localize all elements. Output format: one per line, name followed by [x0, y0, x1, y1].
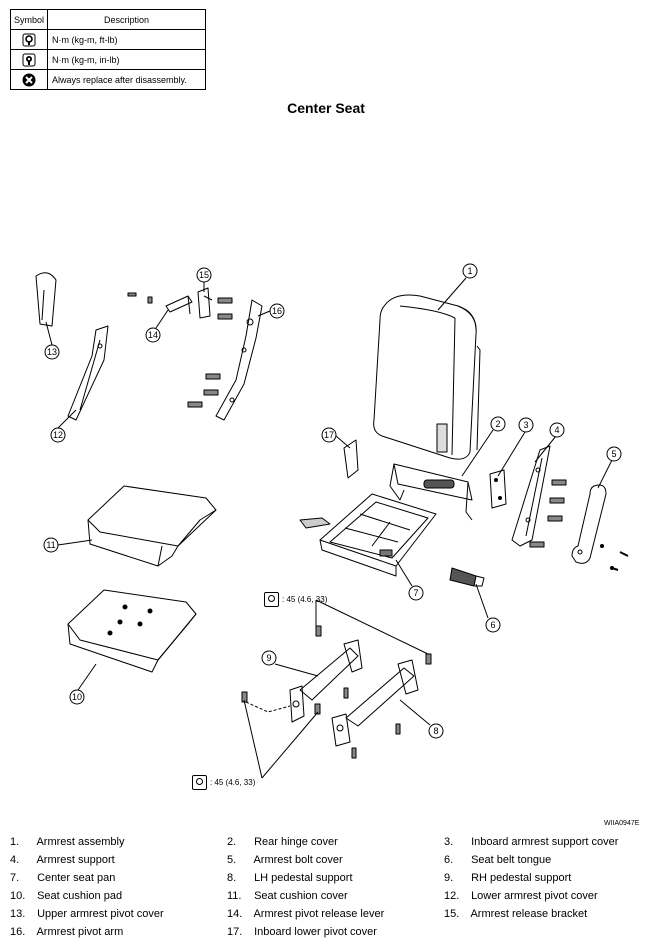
svg-text:6: 6	[490, 620, 495, 630]
legend-item: 4. Armrest support	[10, 854, 115, 866]
legend-item: 7. Center seat pan	[10, 872, 116, 884]
rh-pedestal-support-part	[289, 639, 363, 723]
svg-text:3: 3	[523, 420, 528, 430]
seat-belt-tongue-part	[449, 567, 485, 587]
callout-7: 7	[408, 585, 424, 601]
upper-armrest-pivot-cover-part	[35, 272, 57, 327]
svg-text:9: 9	[266, 653, 271, 663]
seat-cushion-pad-part	[67, 589, 197, 673]
torque-wrench-icon	[22, 33, 36, 46]
svg-text:17: 17	[324, 430, 334, 440]
symbol-desc-3: Always replace after disassembly.	[47, 69, 206, 90]
legend-item: 2. Rear hinge cover	[227, 836, 338, 848]
svg-text:15: 15	[199, 270, 209, 280]
callout-17: 17	[321, 427, 337, 443]
callout-16: 16	[269, 303, 285, 319]
armrest-pivot-release-lever-part	[165, 295, 193, 315]
legend-item: 13. Upper armrest pivot cover	[10, 908, 164, 920]
torque-wrench-icon	[192, 775, 207, 790]
parts-legend: 1. Armrest assembly 2. Rear hinge cover …	[0, 834, 652, 944]
armrest-assembly-part	[373, 294, 481, 460]
armrest-pivot-arm-part	[215, 299, 263, 421]
svg-text:13: 13	[47, 347, 57, 357]
legend-item: 11. Seat cushion cover	[227, 890, 348, 902]
pivot-arm-bolts	[187, 373, 221, 408]
legend-item: 15. Armrest release bracket	[444, 908, 588, 920]
legend-item: 14. Armrest pivot release lever	[227, 908, 385, 920]
svg-text:8: 8	[433, 726, 438, 736]
callout-2: 2	[490, 416, 506, 432]
legend-item: 12. Lower armrest pivot cover	[444, 890, 598, 902]
callouts: 1 2 3 4 5 6 7 8 9 10 11 12 13 14 15 16 1…	[43, 263, 622, 739]
bracket-bolts	[217, 297, 233, 320]
armrest-bolt-cover-part	[571, 484, 629, 571]
inboard-lower-pivot-cover-part	[343, 439, 359, 479]
svg-text:10: 10	[72, 692, 82, 702]
callout-10: 10	[69, 689, 85, 705]
torque-spec-bottom-text: : 45 (4.6, 33)	[210, 778, 256, 787]
svg-text:16: 16	[272, 306, 282, 316]
svg-text:14: 14	[148, 330, 158, 340]
callout-14: 14	[145, 327, 161, 343]
callout-11: 11	[43, 537, 59, 553]
seat-cushion-cover-part	[87, 485, 217, 567]
callout-8: 8	[428, 723, 444, 739]
inboard-armrest-support-cover-part	[489, 469, 507, 509]
callout-9: 9	[261, 650, 277, 666]
svg-text:2: 2	[495, 419, 500, 429]
diagram-title: Center Seat	[287, 100, 365, 116]
rear-hinge-cover-part	[389, 463, 473, 521]
svg-text:11: 11	[46, 540, 55, 550]
svg-text:4: 4	[554, 425, 559, 435]
legend-item: 1. Armrest assembly	[10, 836, 125, 848]
torque-spec-bottom: : 45 (4.6, 33)	[192, 775, 255, 790]
leader-lines	[45, 277, 613, 779]
lower-armrest-pivot-cover-part	[67, 325, 109, 421]
symbol-table: Symbol Description N·m (kg-m, ft-lb) N·m…	[10, 9, 206, 90]
legend-item: 10. Seat cushion pad	[10, 890, 123, 902]
svg-text:7: 7	[413, 588, 418, 598]
lh-pedestal-support-part	[331, 659, 419, 747]
callout-1: 1	[462, 263, 478, 279]
small-fasteners	[127, 292, 153, 304]
torque-wrench-icon	[264, 592, 279, 607]
callout-12: 12	[50, 427, 66, 443]
torque-spec-top: : 45 (4.6, 33)	[264, 592, 327, 607]
callout-4: 4	[549, 422, 565, 438]
svg-text:5: 5	[611, 449, 616, 459]
legend-item: 6. Seat belt tongue	[444, 854, 552, 866]
legend-item: 8. LH pedestal support	[227, 872, 353, 884]
legend-item: 9. RH pedestal support	[444, 872, 572, 884]
always-replace-icon	[22, 73, 36, 86]
legend-item: 3. Inboard armrest support cover	[444, 836, 619, 848]
svg-text:1: 1	[467, 266, 472, 276]
legend-item: 17. Inboard lower pivot cover	[227, 926, 377, 938]
torque-spec-top-text: : 45 (4.6, 33)	[282, 595, 328, 604]
exploded-view-diagram: 1 2 3 4 5 6 7 8 9 10 11 12 13 14 15 16 1…	[35, 263, 629, 779]
callout-6: 6	[485, 617, 501, 633]
legend-item: 16. Armrest pivot arm	[10, 926, 124, 938]
armrest-release-bracket-part	[197, 287, 213, 319]
torque-wrench-inlb-icon	[22, 53, 36, 66]
callout-13: 13	[44, 344, 60, 360]
bolts-armrest-support	[529, 479, 567, 548]
figure-code: WIIA0947E	[604, 820, 640, 827]
armrest-support-part	[511, 445, 551, 547]
center-seat-pan-part	[299, 493, 437, 577]
callout-5: 5	[606, 446, 622, 462]
pedestal-bolts	[241, 625, 432, 759]
svg-text:12: 12	[53, 430, 63, 440]
callout-3: 3	[518, 417, 534, 433]
callout-15: 15	[196, 267, 212, 283]
legend-item: 5. Armrest bolt cover	[227, 854, 343, 866]
